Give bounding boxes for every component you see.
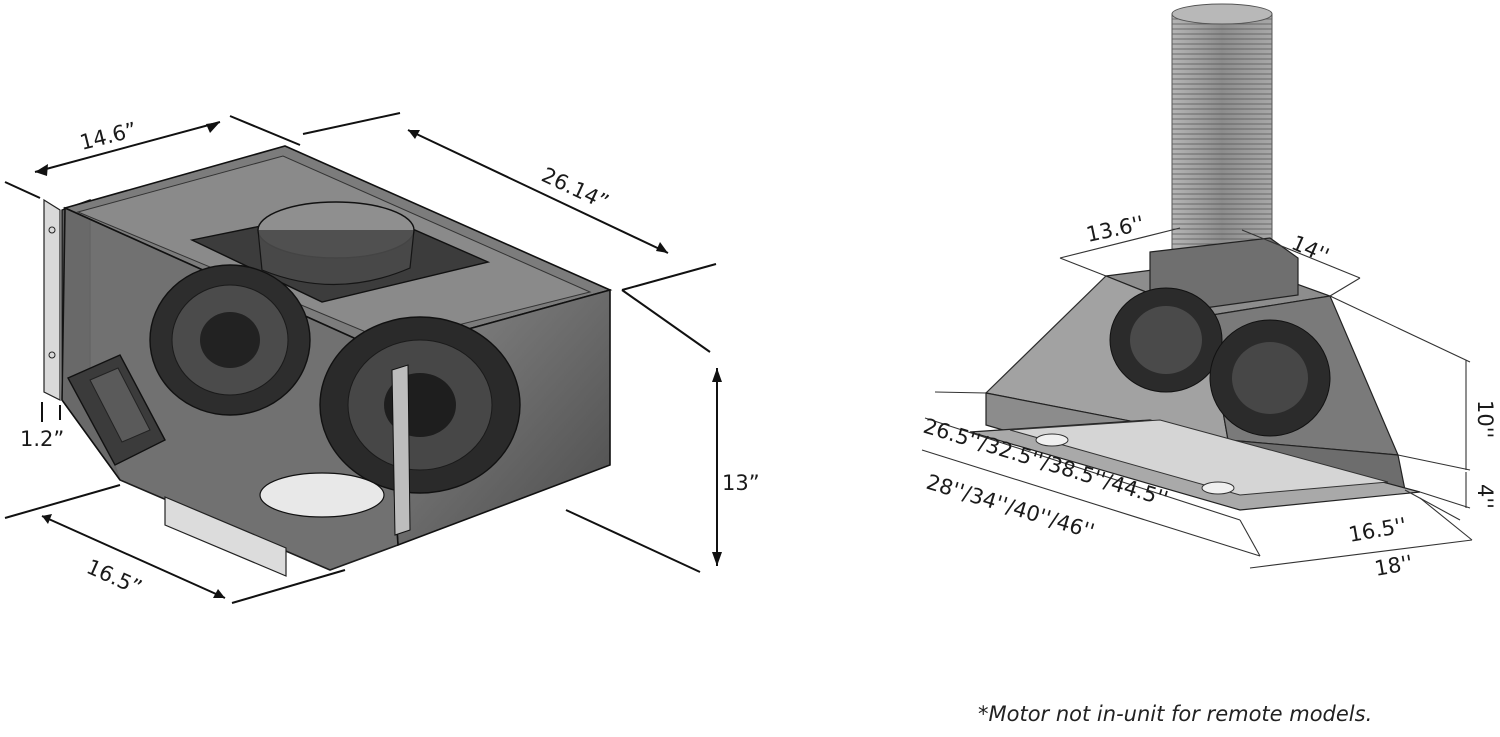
dim-flange-label: 1.2” <box>20 427 64 451</box>
dim-inner-depth-label: 16.5'' <box>1347 513 1409 547</box>
right-dimension-lines <box>921 227 1473 569</box>
dim-depth-label: 16.5” <box>83 555 145 600</box>
left-dimension-lines <box>4 112 718 604</box>
dim-rim-label: 4'' <box>1473 484 1497 509</box>
right-hood-unit <box>921 3 1473 569</box>
duct-pipe <box>1171 3 1273 251</box>
left-mounting-flange <box>43 198 61 401</box>
dim-height-label: 13” <box>722 471 760 495</box>
footnote: *Motor not in-unit for remote models. <box>978 702 1373 726</box>
blower-right <box>319 316 521 494</box>
dim-hood-height-label: 10'' <box>1473 400 1497 438</box>
dim-outer-depth-label: 18'' <box>1373 551 1415 581</box>
dim-width-label: 14.6” <box>77 118 139 155</box>
hood-blower-right <box>1209 319 1331 437</box>
hood-blower-left <box>1109 287 1223 393</box>
dim-duct-depth-label: 13.6'' <box>1084 211 1146 247</box>
dim-length-label: 26.14” <box>538 163 612 215</box>
blower-left <box>149 264 311 416</box>
flange-hole <box>48 351 56 359</box>
bottom-mounting-flange <box>164 496 287 577</box>
left-insert-unit <box>4 112 722 604</box>
left-dimension-arrows <box>35 122 722 598</box>
bottom-opening <box>259 472 385 518</box>
flange-hole <box>48 226 56 234</box>
